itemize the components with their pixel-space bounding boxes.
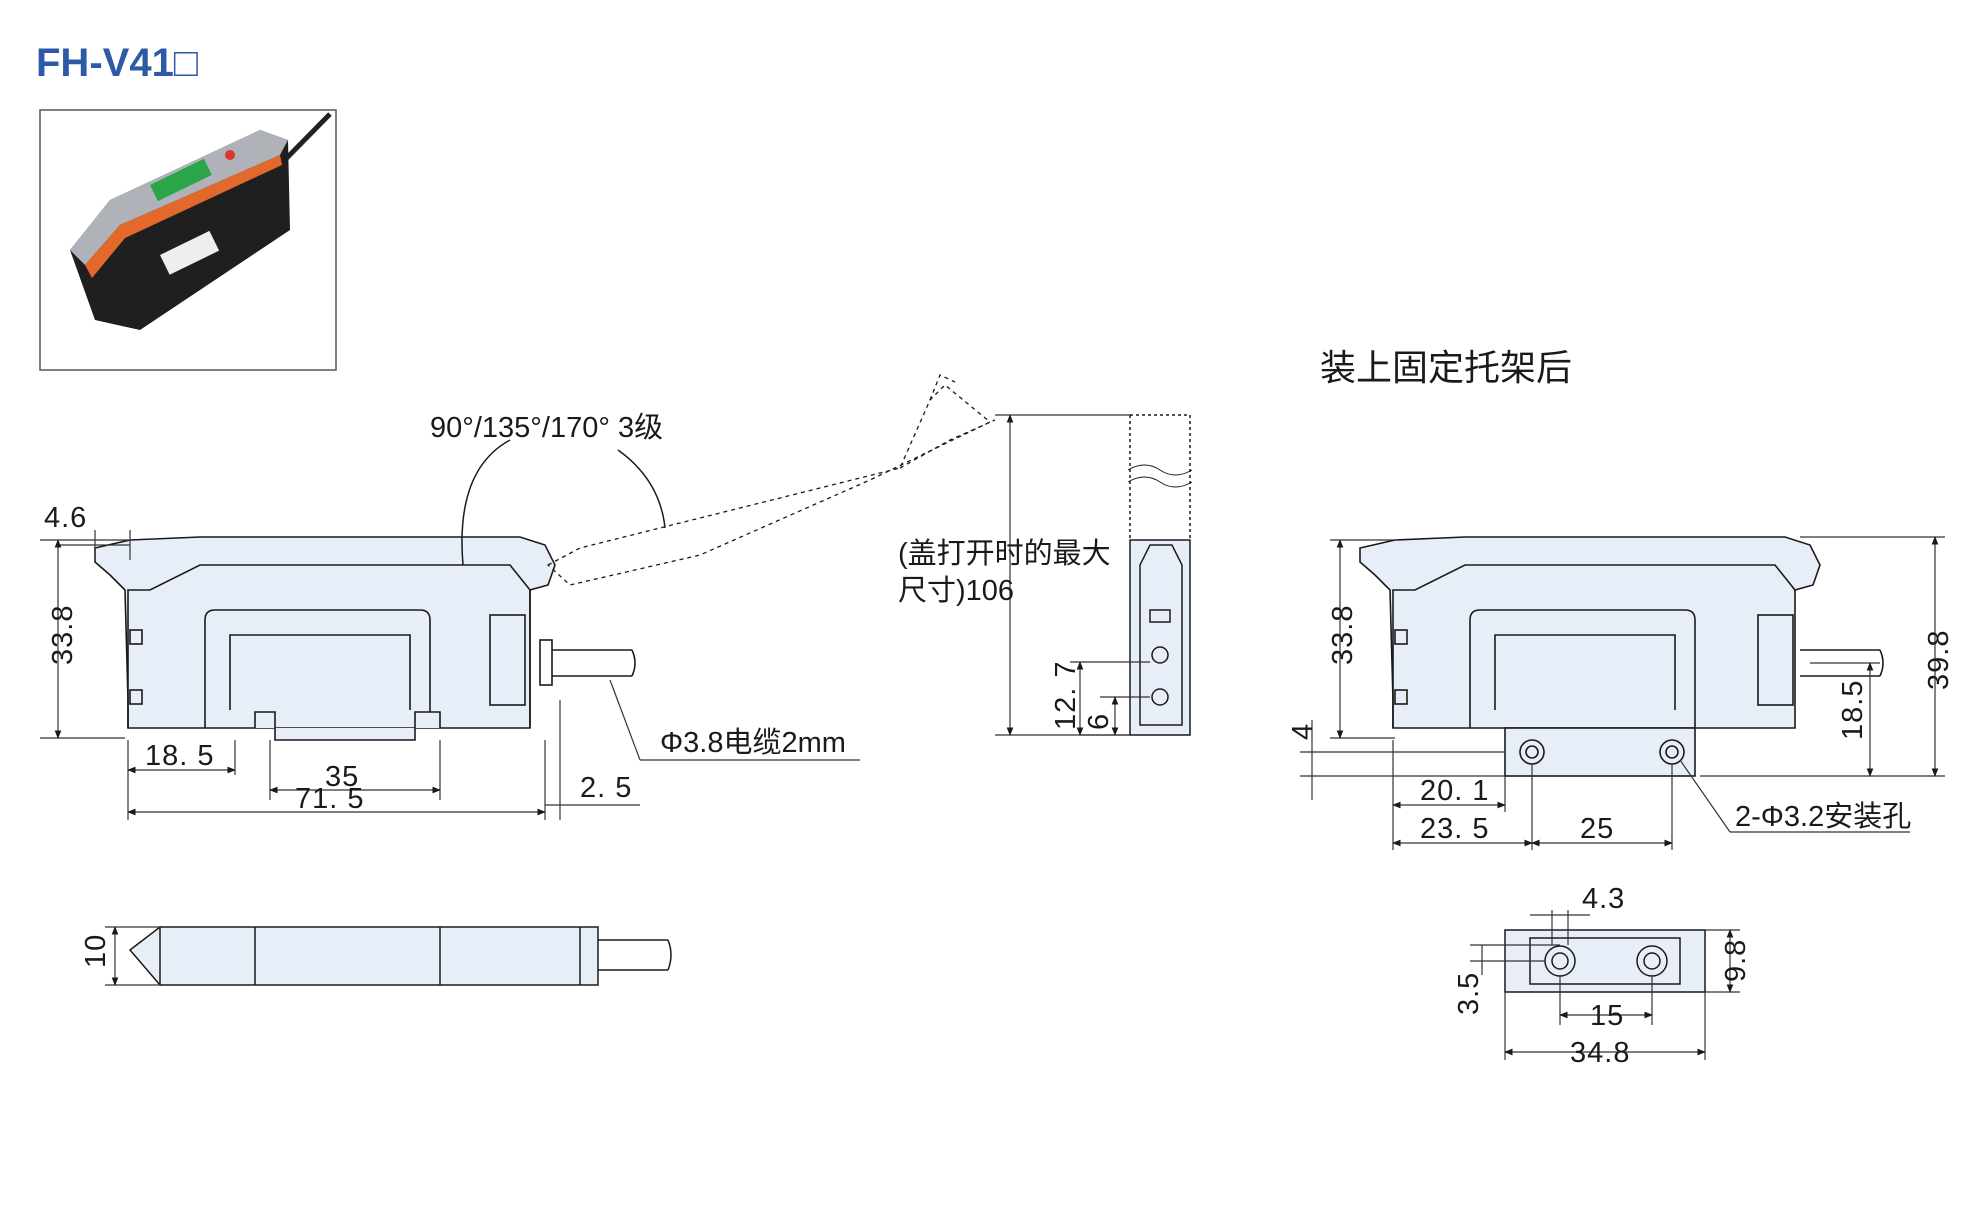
dim-6: 6 <box>1083 713 1115 730</box>
rotation-arc-right <box>617 449 666 529</box>
side-view <box>1127 414 1193 736</box>
bracket-dim-4: 4 <box>1287 723 1319 740</box>
page-title: FH-V41□ <box>36 41 198 85</box>
dim-33-8: 33.8 <box>47 605 79 665</box>
bracket-dim-23-5: 23. 5 <box>1420 813 1490 845</box>
dim-10: 10 <box>80 934 112 968</box>
top-view <box>128 926 672 986</box>
bracket-dimensions <box>1300 536 1945 850</box>
bracket-dim-18-5: 18.5 <box>1837 680 1869 740</box>
product-photo <box>39 109 337 371</box>
dim-35: 35 <box>325 761 359 793</box>
cover-note-line1: (盖打开时的最大 <box>898 537 1111 570</box>
bottom-dim-4-3: 4.3 <box>1582 883 1625 915</box>
bracket-dim-39-8: 39.8 <box>1923 630 1955 690</box>
front-view <box>94 536 636 741</box>
front-dimensions <box>40 530 860 820</box>
bracket-dim-25: 25 <box>1580 813 1614 845</box>
dim-4-6: 4.6 <box>44 502 87 534</box>
dim-12-7: 12. 7 <box>1050 661 1082 731</box>
top-dimensions <box>105 926 160 986</box>
dim-18-5: 18. 5 <box>145 740 215 772</box>
dim-2-5: 2. 5 <box>580 772 632 804</box>
bottom-dim-3-5: 3.5 <box>1453 972 1485 1015</box>
bracket-front-view <box>1359 536 1884 777</box>
cable-label: Φ3.8电缆2mm <box>660 726 846 759</box>
dim-71-5: 71. 5 <box>295 783 365 815</box>
rotation-label: 90°/135°/170° 3级 <box>430 411 663 444</box>
bracket-dim-20-1: 20. 1 <box>1420 775 1490 807</box>
bottom-dim-9-8: 9.8 <box>1720 939 1752 982</box>
rotation-arc-left <box>461 439 511 566</box>
open-cover-outline <box>546 374 996 586</box>
bracket-dim-33-8: 33.8 <box>1327 605 1359 665</box>
cover-note-line2: 尺寸)106 <box>898 574 1014 607</box>
bracket-title: 装上固定托架后 <box>1320 347 1572 388</box>
bottom-dim-15: 15 <box>1590 1000 1624 1032</box>
mount-hole-label: 2-Φ3.2安装孔 <box>1735 800 1911 833</box>
bottom-dim-34-8: 34.8 <box>1570 1037 1630 1069</box>
side-dimensions <box>995 414 1150 736</box>
bottom-dimensions <box>1470 910 1740 1060</box>
